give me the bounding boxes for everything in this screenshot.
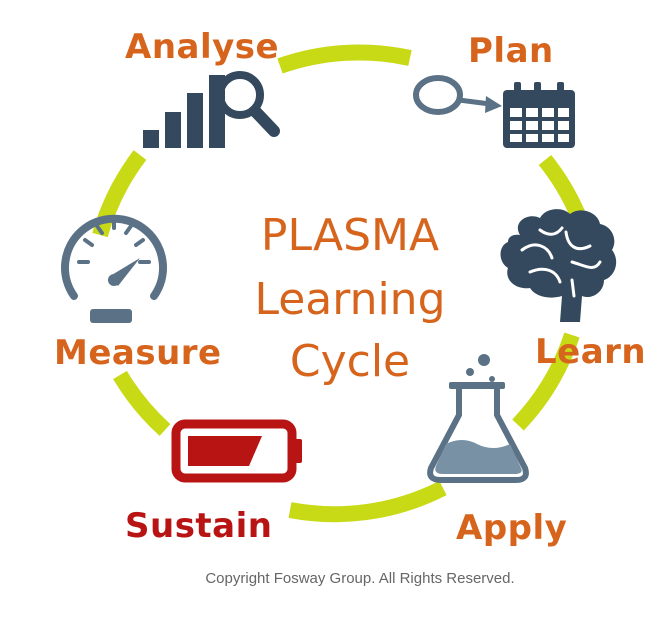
stage-label-learn: Learn [535,332,647,372]
cycle-title-line-3: Cycle [289,336,411,387]
flask-icon [427,354,529,483]
stage-label-apply: Apply [456,508,568,548]
stage-label-measure: Measure [54,333,222,373]
cycle-ring [92,44,586,523]
stage-label-plan: Plan [468,31,554,71]
calendar-target-icon [413,75,575,148]
stage-label-sustain: Sustain [125,506,273,546]
bar-chart-magnifier-icon [143,71,280,148]
cycle-title-line-2: Learning [254,274,446,325]
ring-segment-lower-left [113,370,171,436]
ring-segment-bottom [288,480,447,523]
brain-icon [500,209,617,322]
ring-segment-right [512,332,580,431]
speedometer-icon [61,214,167,323]
stage-label-analyse: Analyse [125,27,280,67]
ring-segment-top [277,44,412,74]
copyright-notice: Copyright Fosway Group. All Rights Reser… [205,570,515,587]
ring-segment-upper-right [538,154,586,219]
cycle-title-line-1: PLASMA [260,210,440,261]
battery-icon [171,419,302,483]
ring-segment-left [92,150,147,238]
